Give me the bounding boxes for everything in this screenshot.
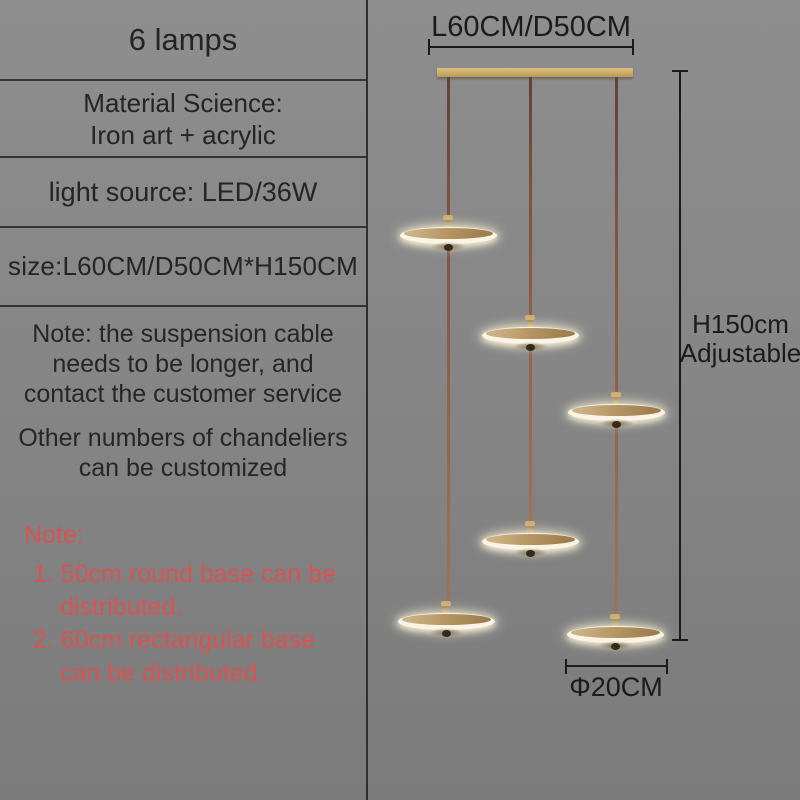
height-value: H150cm <box>692 309 789 339</box>
lamp-disc-top <box>402 614 491 625</box>
height-adjustable: Adjustable <box>679 338 800 368</box>
ceiling-mount-bar <box>437 68 633 77</box>
red-note-item-1: 1. 50cm round base can be distributed. <box>33 558 336 624</box>
lamp-count-label: 6 lamps <box>128 21 238 57</box>
lamp-stem <box>610 614 620 627</box>
panel-divider <box>366 0 368 800</box>
width-dimension-line <box>428 39 634 55</box>
lamp-disc <box>400 227 497 244</box>
red-note-items: 1. 50cm round base can be distributed. 2… <box>33 558 336 690</box>
note-line: needs to be longer, and <box>52 350 314 378</box>
dimension-tick <box>632 39 634 55</box>
lamp-nub <box>612 421 621 428</box>
red-note-title: Note: <box>24 521 84 549</box>
lamp-disc-top <box>572 405 661 416</box>
lamp-disc <box>482 533 579 550</box>
lamp-disc-top <box>486 328 575 339</box>
lamp-stem <box>525 521 535 534</box>
red-item-line: 1. 50cm round base can be <box>33 560 336 588</box>
lamp-disc <box>567 626 664 643</box>
suspension-cable-left <box>447 77 450 604</box>
lamp-disc <box>398 613 495 630</box>
note-line: Other numbers of chandeliers <box>18 424 348 452</box>
lamp-disc <box>482 327 579 344</box>
pendant-lamp-3 <box>568 392 665 439</box>
lamp-stem <box>525 315 535 328</box>
note-suspension-cable: Note: the suspension cable needs to be l… <box>0 319 366 409</box>
spec-row-size: size:L60CM/D50CM*H150CM <box>0 228 366 307</box>
spec-table: 6 lamps Material Science: Iron art + acr… <box>0 0 366 307</box>
lamp-nub <box>526 550 535 557</box>
spec-row-light-source: light source: LED/36W <box>0 158 366 228</box>
dimension-tick <box>666 659 668 674</box>
material-label-line1: Material Science: <box>83 87 283 118</box>
lamp-disc-top <box>404 228 493 239</box>
suspension-cable-right <box>615 77 618 619</box>
material-label-line2: Iron art + acrylic <box>90 119 276 150</box>
diameter-dimension-line <box>565 659 668 674</box>
red-item-line: 2. 60cm rectangular base <box>33 626 316 654</box>
red-note-item-2: 2. 60cm rectangular base can be distribu… <box>33 624 336 690</box>
note-line: contact the customer service <box>23 380 343 408</box>
dimension-tick <box>565 659 567 674</box>
pendant-lamp-2 <box>482 315 579 362</box>
lamp-disc <box>568 404 665 421</box>
dimension-cap <box>672 70 688 72</box>
width-dimension-label: L60CM/D50CM <box>431 11 631 43</box>
lamp-disc-top <box>486 534 575 545</box>
lamp-nub <box>526 344 535 351</box>
lamp-stem <box>441 601 451 614</box>
lamp-nub <box>444 244 453 251</box>
height-dimension-line <box>672 70 688 641</box>
light-source-label: light source: LED/36W <box>48 176 318 207</box>
size-label: size:L60CM/D50CM*H150CM <box>8 251 358 281</box>
diameter-dimension-label: Φ20CM <box>569 672 663 702</box>
lamp-disc-top <box>571 627 660 638</box>
pendant-lamp-4 <box>482 521 579 568</box>
pendant-lamp-6 <box>567 614 664 661</box>
lamp-stem <box>443 215 453 228</box>
pendant-lamp-1 <box>400 215 497 262</box>
dimension-cap <box>672 639 688 641</box>
red-item-line: distributed. <box>60 593 183 621</box>
dimension-tick <box>428 39 430 55</box>
note-line: Note: the suspension cable <box>32 320 334 348</box>
lamp-nub <box>611 643 620 650</box>
pendant-lamp-5 <box>398 601 495 648</box>
suspension-cable-middle <box>529 77 532 526</box>
note-red-bases: Note: 1. 50cm round base can be distribu… <box>24 520 336 690</box>
lamp-stem <box>611 392 621 405</box>
note-line: can be customized <box>78 454 288 482</box>
lamp-nub <box>442 630 451 637</box>
red-item-line: can be distributed. <box>60 659 265 687</box>
height-dimension-label: H150cm Adjustable <box>668 310 800 368</box>
spec-row-lamp-count: 6 lamps <box>0 0 366 81</box>
note-customization: Other numbers of chandeliers can be cust… <box>0 423 366 483</box>
spec-row-material: Material Science: Iron art + acrylic <box>0 81 366 158</box>
